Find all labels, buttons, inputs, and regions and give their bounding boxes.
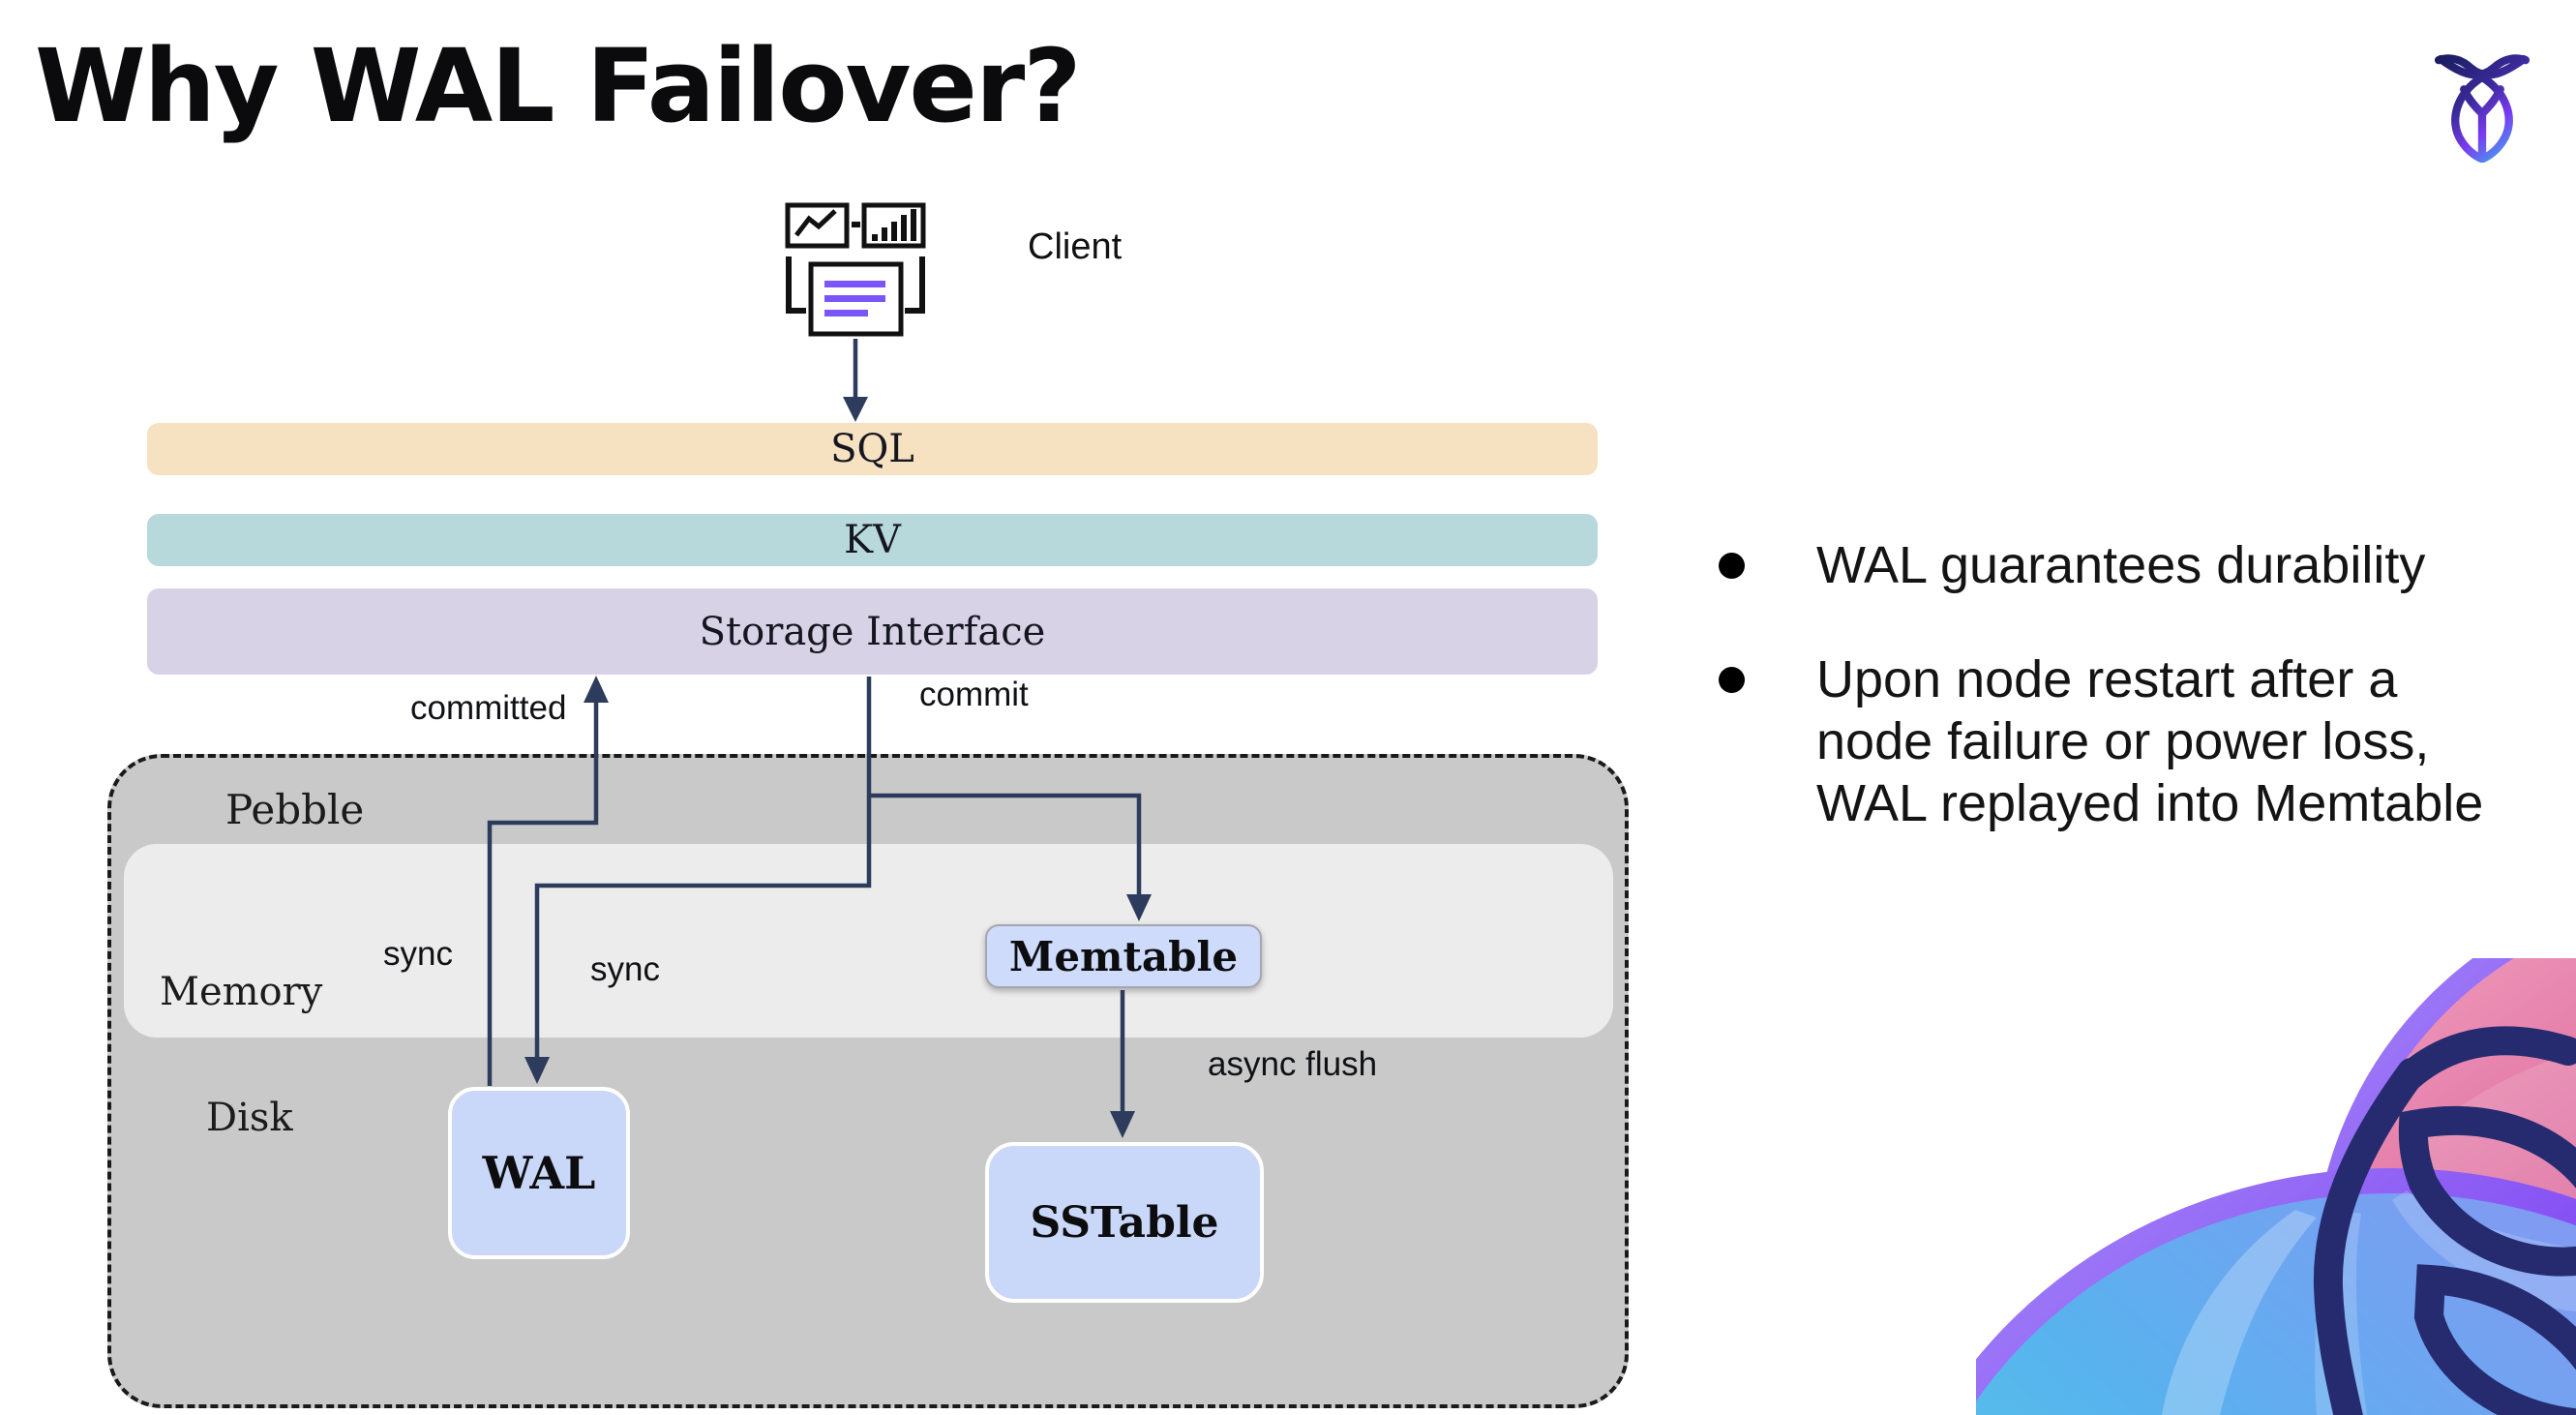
client-icon (785, 202, 926, 337)
list-item: Upon node restart after a node failure o… (1719, 648, 2551, 834)
layer-storage-interface: Storage Interface (147, 588, 1598, 675)
memtable-node: Memtable (985, 924, 1262, 988)
edge-label-commit: commit (919, 676, 1029, 713)
edge-label-sync-left: sync (383, 935, 453, 973)
dash-connector (852, 222, 860, 227)
bar-chart-icon (861, 202, 926, 249)
memory-zone (124, 844, 1613, 1038)
arrowhead-storage (584, 676, 609, 703)
layer-sql-label: SQL (830, 427, 914, 471)
sstable-node: SSTable (985, 1142, 1264, 1303)
client-label: Client (1028, 226, 1123, 267)
list-item: WAL guarantees durability (1719, 534, 2551, 596)
memory-zone-label: Memory (160, 970, 323, 1014)
layer-kv-label: KV (844, 518, 901, 562)
bullet-text: WAL guarantees durability (1816, 536, 2426, 594)
line-chart-icon (785, 202, 850, 249)
disk-zone-label: Disk (206, 1096, 293, 1140)
bullet-list: WAL guarantees durability Upon node rest… (1719, 534, 2551, 834)
pebble-label: Pebble (225, 786, 365, 833)
edge-label-committed: committed (410, 689, 567, 727)
wal-node-label: WAL (482, 1147, 596, 1199)
corner-brand-art (1976, 958, 2576, 1415)
cockroachdb-logo-icon (2435, 54, 2530, 163)
bullet-text: Upon node restart after a node failure o… (1816, 650, 2484, 832)
arrowhead-sql (843, 397, 868, 422)
layer-sql: SQL (147, 423, 1598, 475)
sstable-node-label: SSTable (1030, 1197, 1219, 1248)
bullet-icon (1719, 553, 1745, 579)
edge-label-sync-right: sync (590, 950, 660, 988)
memtable-node-label: Memtable (1008, 932, 1239, 980)
edge-label-async-flush: async flush (1208, 1045, 1378, 1083)
layer-kv: KV (147, 514, 1598, 566)
bullet-icon (1719, 667, 1745, 693)
wal-node: WAL (448, 1087, 630, 1259)
page-title: Why WAL Failover? (35, 27, 1082, 145)
layer-storage-label: Storage Interface (699, 609, 1046, 654)
terminal-window-icon (786, 256, 925, 337)
